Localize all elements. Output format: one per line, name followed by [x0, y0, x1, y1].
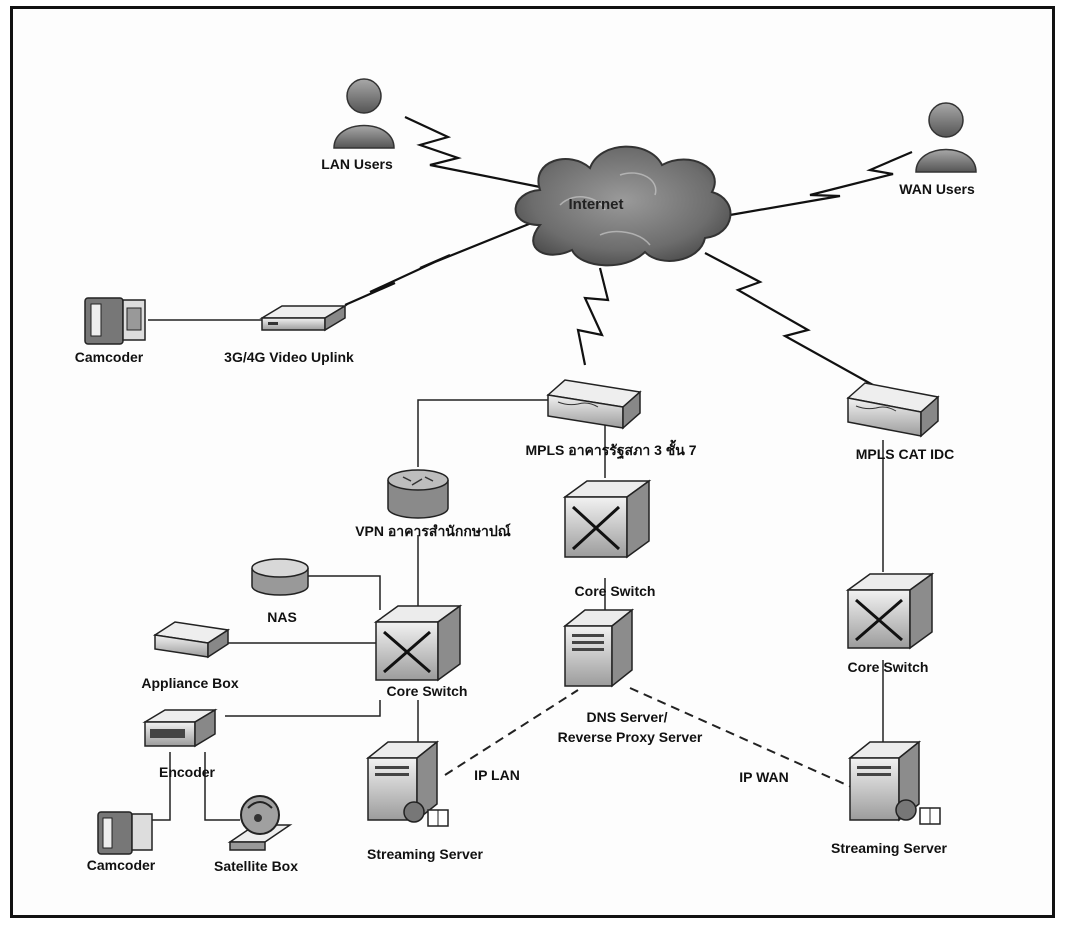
- core-switch-right-label: Core Switch: [847, 659, 929, 675]
- core-switch-mid-label: Core Switch: [574, 583, 656, 599]
- nas-icon: [251, 558, 309, 596]
- streaming-server-left-label: Streaming Server: [367, 846, 483, 862]
- core-switch-left-label: Core Switch: [386, 683, 468, 699]
- mpls-parliament-router-icon: [546, 379, 642, 430]
- link-encoder-coreswitch: [225, 700, 381, 717]
- dns-server-label-line1: DNS Server/: [586, 709, 668, 725]
- vpn-label: VPN อาคารสำนักกษาปณ์: [355, 523, 511, 539]
- appliance-box-label: Appliance Box: [141, 675, 239, 691]
- link-uplink-internet: [344, 220, 535, 307]
- link-nas-coreswitch: [308, 575, 381, 610]
- streaming-server-right-icon: [847, 740, 941, 825]
- satellite-box-icon: [227, 795, 293, 851]
- streaming-server-right-label: Streaming Server: [831, 840, 947, 856]
- core-switch-left-icon: [373, 604, 463, 682]
- encoder-label: Encoder: [158, 764, 216, 780]
- lan-users-label: LAN Users: [321, 156, 393, 172]
- lan-users-icon: [333, 78, 395, 149]
- link-mpls-vpn: [417, 399, 555, 467]
- video-uplink-icon: [259, 304, 348, 332]
- encoder-icon: [142, 708, 218, 748]
- camcoder-bottom-label: Camcoder: [86, 857, 156, 873]
- mpls-cat-label: MPLS CAT IDC: [855, 446, 955, 462]
- streaming-server-left-icon: [365, 740, 449, 827]
- link-mpls-cat-internet: [704, 252, 874, 386]
- camcoder-top-icon: [84, 297, 146, 345]
- link-encoder-satellite: [204, 752, 240, 821]
- vpn-router-icon: [387, 469, 449, 519]
- ip-lan-label: IP LAN: [474, 767, 520, 783]
- satellite-box-label: Satellite Box: [213, 858, 299, 874]
- wan-users-icon: [915, 102, 977, 173]
- dns-server-icon: [562, 608, 635, 688]
- core-switch-right-icon: [845, 572, 935, 650]
- internet-label: Internet: [568, 196, 624, 213]
- camcoder-bottom-icon: [97, 811, 153, 855]
- ip-wan-label: IP WAN: [739, 769, 789, 785]
- nas-label: NAS: [267, 609, 297, 625]
- ip-wan-link: [629, 687, 859, 791]
- internet-cloud-icon: [514, 145, 732, 267]
- video-uplink-label: 3G/4G Video Uplink: [224, 349, 354, 365]
- dns-server-label-line2: Reverse Proxy Server: [557, 729, 703, 745]
- mpls-cat-router-icon: [846, 382, 940, 438]
- wan-users-label: WAN Users: [899, 181, 975, 197]
- link-lan-users-internet: [404, 116, 541, 189]
- ip-lan-link: [444, 689, 579, 776]
- camcoder-top-label: Camcoder: [74, 349, 144, 365]
- mpls-parliament-label: MPLS อาคารรัฐสภา 3 ชั้น 7: [525, 442, 697, 458]
- link-mpls-parliament-internet: [576, 267, 610, 366]
- appliance-box-icon: [152, 621, 231, 659]
- link-wan-users-internet: [729, 150, 913, 217]
- core-switch-mid-icon: [562, 479, 652, 559]
- link-encoder-camcoder: [150, 752, 171, 821]
